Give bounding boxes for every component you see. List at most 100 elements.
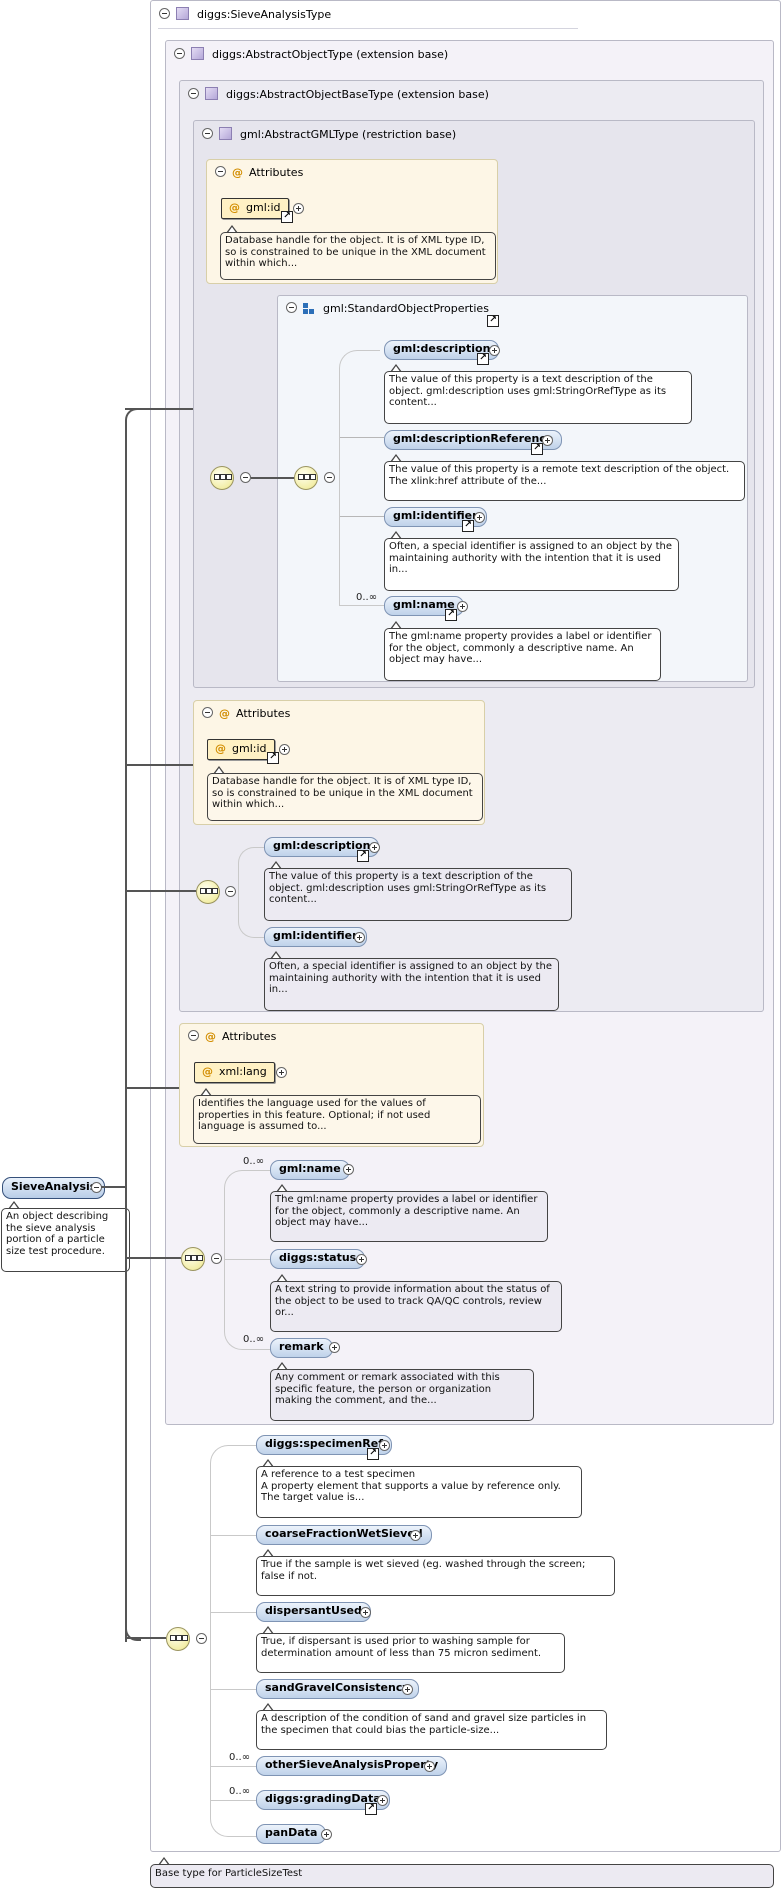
obj-seq-item-name[interactable]: gml:name xyxy=(270,1160,350,1180)
collapse-icon[interactable] xyxy=(174,48,185,59)
attribute-icon: @ xyxy=(202,1065,213,1078)
complex-type-icon xyxy=(176,7,189,20)
doc-notch xyxy=(158,1857,170,1866)
doc-notch xyxy=(390,364,402,373)
reference-arrow-icon[interactable]: ↗ xyxy=(365,1803,377,1815)
sieve-seq-item-coarse-fraction[interactable]: coarseFractionWetSieved xyxy=(256,1525,432,1545)
collapse-icon[interactable] xyxy=(188,88,199,99)
base-gml-id-attribute[interactable]: @ gml:id xyxy=(207,739,275,760)
connector-line xyxy=(251,477,294,479)
sieve-seq-doc-sand-gravel: A description of the condition of sand a… xyxy=(256,1710,607,1750)
expand-icon[interactable] xyxy=(356,1254,367,1265)
expand-icon[interactable] xyxy=(410,1530,421,1541)
expand-icon[interactable] xyxy=(293,203,304,214)
gml-id-doc: Database handle for the object. It is of… xyxy=(220,232,496,280)
expand-icon[interactable] xyxy=(377,1795,388,1806)
collapse-icon[interactable] xyxy=(240,472,251,483)
collapse-icon[interactable] xyxy=(159,8,170,19)
attributes-label: Attributes xyxy=(236,707,291,720)
reference-arrow-icon[interactable]: ↗ xyxy=(357,850,369,862)
collapse-icon[interactable] xyxy=(202,128,213,139)
sieve-seq-item-grading-data[interactable]: diggs:gradingData xyxy=(256,1790,390,1810)
expand-icon[interactable] xyxy=(354,932,365,943)
attribute-icon: @ xyxy=(205,1030,216,1043)
expand-icon[interactable] xyxy=(489,345,500,356)
sieve-seq-doc-coarse-fraction: True if the sample is wet sieved (eg. wa… xyxy=(256,1556,615,1596)
sieve-seq-item-dispersant-used[interactable]: dispersantUsed xyxy=(256,1602,371,1622)
sequence-compositor-icon[interactable] xyxy=(210,466,234,490)
root-element-sieve-analysis[interactable]: SieveAnalysis xyxy=(2,1177,106,1199)
root-connector-line xyxy=(101,1186,125,1188)
reference-arrow-icon[interactable]: ↗ xyxy=(367,1448,379,1460)
expand-icon[interactable] xyxy=(474,512,485,523)
sieve-seq-item-other-property[interactable]: otherSieveAnalysisProperty xyxy=(256,1756,448,1776)
collapse-icon[interactable] xyxy=(324,472,335,483)
expand-icon[interactable] xyxy=(343,1164,354,1175)
reference-arrow-icon[interactable]: ↗ xyxy=(445,609,457,621)
sieve-seq-item-pan-data[interactable]: panData xyxy=(256,1824,327,1844)
doc-notch xyxy=(390,454,402,463)
xml-lang-attribute[interactable]: @xml:lang xyxy=(194,1062,275,1083)
collapse-icon[interactable] xyxy=(215,166,226,177)
doc-notch xyxy=(276,1274,288,1283)
collapse-icon[interactable] xyxy=(188,1030,199,1041)
sieve-seq-item-sand-gravel[interactable]: sandGravelConsistency xyxy=(256,1679,419,1699)
collapse-icon[interactable] xyxy=(202,707,213,718)
expand-icon[interactable] xyxy=(321,1829,332,1840)
obj-seq-item-remark[interactable]: remark xyxy=(270,1338,333,1358)
obj-seq-doc-status: A text string to provide information abo… xyxy=(270,1281,562,1332)
group-title: gml:StandardObjectProperties xyxy=(323,302,489,315)
sieve-seq-doc-dispersant-used: True, if dispersant is used prior to was… xyxy=(256,1633,565,1673)
expand-icon[interactable] xyxy=(457,601,468,612)
expand-icon[interactable] xyxy=(542,435,553,446)
reference-arrow-icon[interactable]: ↗ xyxy=(531,443,543,455)
sieve-seq-tree-line xyxy=(210,1445,257,1837)
collapse-icon[interactable] xyxy=(225,886,236,897)
reference-arrow-icon[interactable]: ↗ xyxy=(462,520,474,532)
collapse-icon[interactable] xyxy=(286,302,297,313)
sequence-compositor-icon[interactable] xyxy=(294,466,318,490)
expand-icon[interactable] xyxy=(279,744,290,755)
group-icon xyxy=(303,303,315,314)
reference-arrow-icon[interactable]: ↗ xyxy=(477,353,489,365)
reference-arrow-icon[interactable]: ↗ xyxy=(281,211,293,223)
expand-icon[interactable] xyxy=(360,1607,371,1618)
doc-line: A reference to a test specimen xyxy=(261,1469,416,1480)
base-seq-doc-identifier: Often, a special identifier is assigned … xyxy=(264,958,559,1011)
sequence-compositor-icon[interactable] xyxy=(166,1627,190,1651)
std-props-item-identifier[interactable]: gml:identifier xyxy=(384,507,487,527)
sieve-seq-item-specimen-ref[interactable]: diggs:specimenRef xyxy=(256,1435,392,1455)
sequence-compositor-icon[interactable] xyxy=(181,1247,205,1271)
obj-seq-doc-remark: Any comment or remark associated with th… xyxy=(270,1369,534,1421)
doc-notch xyxy=(8,1201,20,1210)
obj-seq-tree-line xyxy=(224,1170,271,1350)
sequence-compositor-icon[interactable] xyxy=(196,880,220,904)
expand-icon[interactable] xyxy=(369,842,380,853)
std-props-item-description-reference[interactable]: gml:descriptionReference xyxy=(384,430,563,450)
gml-id-attribute[interactable]: @gml:id xyxy=(221,198,289,219)
attribute-icon: @ xyxy=(215,742,226,755)
expand-icon[interactable] xyxy=(402,1684,413,1695)
doc-notch xyxy=(262,1459,274,1468)
collapse-icon[interactable] xyxy=(196,1633,207,1644)
reference-arrow-icon[interactable]: ↗ xyxy=(487,315,499,327)
expand-icon[interactable] xyxy=(329,1342,340,1353)
attribute-name: gml:id xyxy=(232,742,267,755)
doc-notch xyxy=(270,861,282,870)
base-gml-id-doc: Database handle for the object. It is of… xyxy=(207,773,483,821)
base-seq-item-identifier[interactable]: gml:identifier xyxy=(264,927,367,947)
expand-icon[interactable] xyxy=(379,1440,390,1451)
expand-icon[interactable] xyxy=(276,1067,287,1078)
reference-arrow-icon[interactable]: ↗ xyxy=(267,752,279,764)
std-props-item-name[interactable]: gml:name xyxy=(384,596,464,616)
doc-notch xyxy=(262,1549,274,1558)
expand-icon[interactable] xyxy=(424,1761,435,1772)
base-seq-item-description[interactable]: gml:description xyxy=(264,837,380,857)
attribute-icon: @ xyxy=(232,166,243,179)
abstract-object-title: diggs:AbstractObjectType (extension base… xyxy=(212,48,449,61)
doc-notch xyxy=(270,951,282,960)
std-props-item-description[interactable]: gml:description xyxy=(384,340,500,360)
obj-seq-item-status[interactable]: diggs:status xyxy=(270,1249,366,1269)
attribute-name: gml:id xyxy=(246,201,281,214)
collapse-icon[interactable] xyxy=(211,1253,222,1264)
